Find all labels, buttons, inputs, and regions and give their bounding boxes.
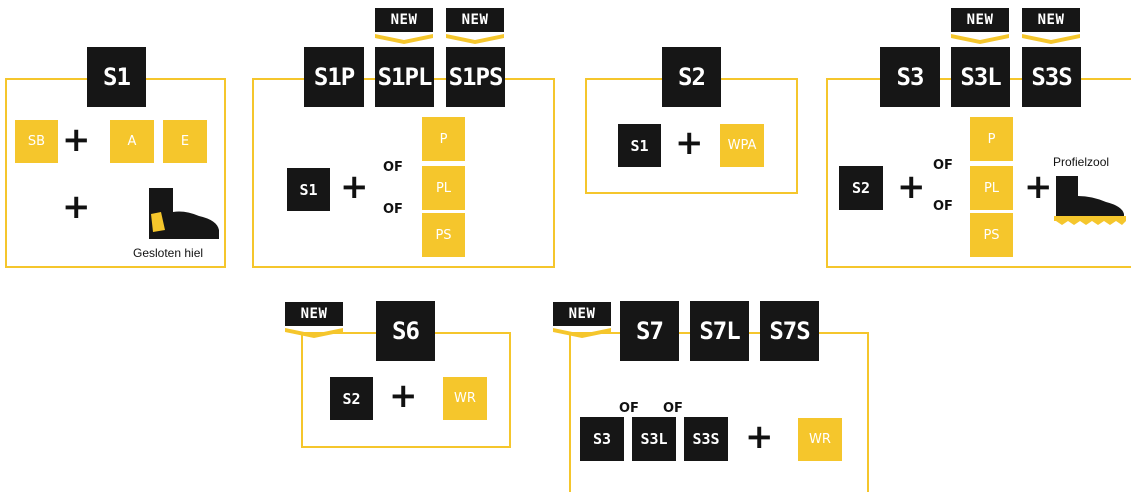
s3l-base-badge: S3L	[632, 417, 676, 461]
s7l-header: S7L	[690, 301, 749, 361]
new-tag-label: NEW	[390, 12, 418, 28]
option-badge-pl: PL	[422, 166, 465, 210]
profile-sole-caption: Profielzool	[1053, 155, 1110, 169]
sb-badge: SB	[15, 120, 58, 163]
option-badge-pl: PL	[970, 166, 1013, 210]
s3l-header: S3L	[951, 47, 1010, 107]
wpa-badge: WPA	[720, 124, 764, 167]
plus-icon: +	[62, 120, 91, 160]
s1pl-header: S1PL	[375, 47, 434, 107]
wr-badge: WR	[443, 377, 487, 420]
option-badge-p: P	[970, 117, 1013, 161]
s7-header: S7	[620, 301, 679, 361]
or-label: OF	[933, 158, 953, 173]
s3-base-badge: S3	[580, 417, 624, 461]
plus-icon: +	[675, 123, 704, 163]
new-tag: NEW	[446, 8, 504, 44]
new-tag: NEW	[375, 8, 433, 44]
s1-base-badge: S1	[287, 168, 330, 211]
new-tag-label: NEW	[966, 12, 994, 28]
new-tag-label: NEW	[1037, 12, 1065, 28]
new-tag: NEW	[285, 302, 343, 338]
plus-icon: +	[340, 167, 369, 207]
s3s-base-badge: S3S	[684, 417, 728, 461]
or-label: OF	[383, 202, 403, 217]
option-badge-ps: PS	[422, 213, 465, 257]
s3-header: S3	[880, 47, 940, 107]
s7s-header: S7S	[760, 301, 819, 361]
option-badge-ps: PS	[970, 213, 1013, 257]
s1-base-badge: S1	[618, 124, 661, 167]
extra-badge-e: E	[163, 120, 207, 163]
boot-closed-heel-icon	[145, 186, 223, 241]
plus-icon: +	[62, 187, 91, 227]
plus-icon: +	[1024, 167, 1053, 207]
s1-header: S1	[87, 47, 146, 107]
plus-icon: +	[897, 167, 926, 207]
new-tag: NEW	[951, 8, 1009, 44]
new-tag-label: NEW	[568, 306, 596, 322]
plus-icon: +	[389, 376, 418, 416]
s3s-header: S3S	[1022, 47, 1081, 107]
boot-profile-sole-icon	[1052, 174, 1128, 226]
s1ps-header: S1PS	[446, 47, 505, 107]
closed-heel-caption: Gesloten hiel	[133, 246, 204, 260]
s1p-header: S1P	[304, 47, 364, 107]
or-label: OF	[933, 199, 953, 214]
s2-header: S2	[662, 47, 721, 107]
or-label: OF	[663, 401, 683, 416]
or-label: OF	[383, 160, 403, 175]
wr-badge: WR	[798, 418, 842, 461]
new-tag: NEW	[1022, 8, 1080, 44]
new-tag-label: NEW	[461, 12, 489, 28]
or-label: OF	[619, 401, 639, 416]
plus-icon: +	[745, 417, 774, 457]
new-tag: NEW	[553, 302, 611, 338]
s2-base-badge: S2	[839, 166, 883, 210]
s6-header: S6	[376, 301, 435, 361]
option-badge-p: P	[422, 117, 465, 161]
s2-base-badge: S2	[330, 377, 373, 420]
new-tag-label: NEW	[300, 306, 328, 322]
extra-badge-a: A	[110, 120, 154, 163]
